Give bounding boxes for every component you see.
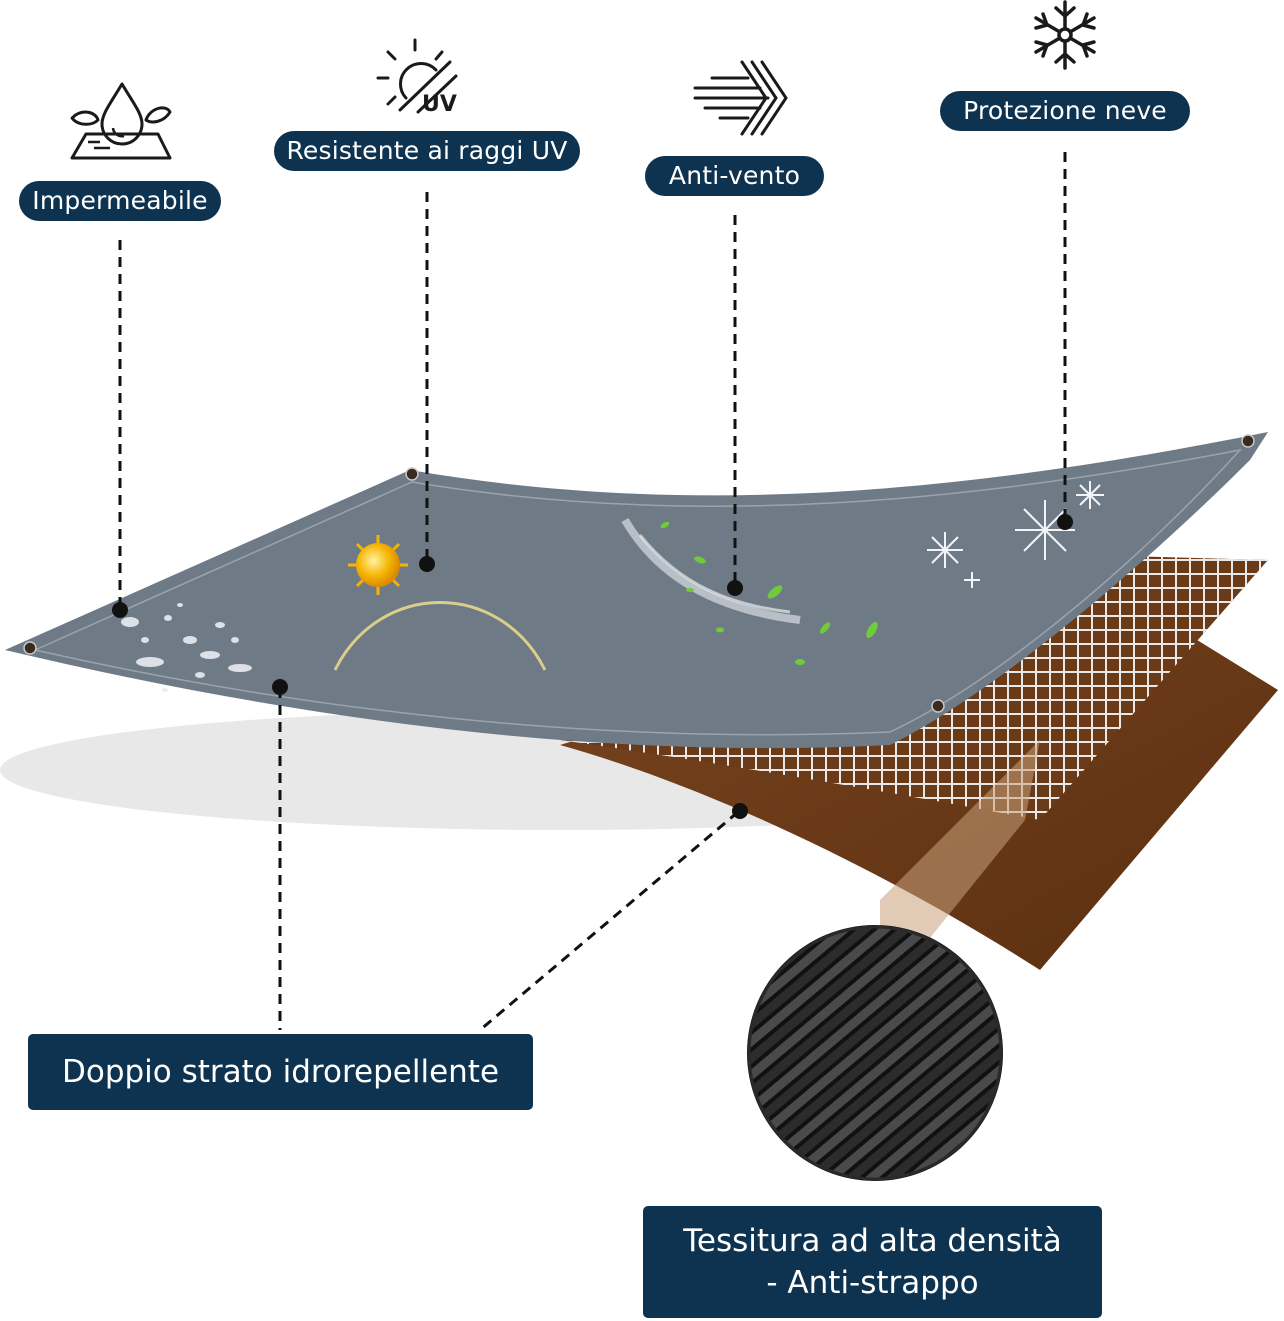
leader-dots	[112, 514, 1073, 819]
uv-resistant-label: Resistente ai raggi UV	[274, 131, 580, 171]
eyelets	[23, 434, 1255, 713]
water-drops	[121, 603, 252, 692]
snow-protection-label: Protezione neve	[940, 91, 1190, 131]
wind-swoosh	[621, 517, 878, 665]
wind-icon	[693, 60, 788, 136]
weave-closeup	[747, 925, 1003, 1181]
double-layer-label: Doppio strato idrorepellente	[28, 1034, 533, 1110]
windproof-label: Anti-vento	[645, 156, 824, 196]
water-drop-icon	[70, 82, 172, 160]
weave-label: Tessitura ad alta densità - Anti-strappo	[643, 1206, 1102, 1318]
leader-lines	[118, 152, 1067, 1032]
sun-uv-icon	[376, 38, 458, 114]
weave-text-line1: Tessitura ad alta densità	[683, 1223, 1062, 1259]
sun-graphic	[333, 535, 547, 671]
uv-icon-text: UV	[422, 92, 457, 117]
tarp-seam	[32, 448, 1243, 736]
gray-tarp-layer	[5, 432, 1268, 749]
waterproof-label: Impermeabile	[19, 181, 221, 221]
double-layer-text: Doppio strato idrorepellente	[61, 1054, 500, 1090]
weave-text-line2: - Anti-strappo	[766, 1265, 979, 1301]
snowflake-icon	[1034, 0, 1096, 70]
